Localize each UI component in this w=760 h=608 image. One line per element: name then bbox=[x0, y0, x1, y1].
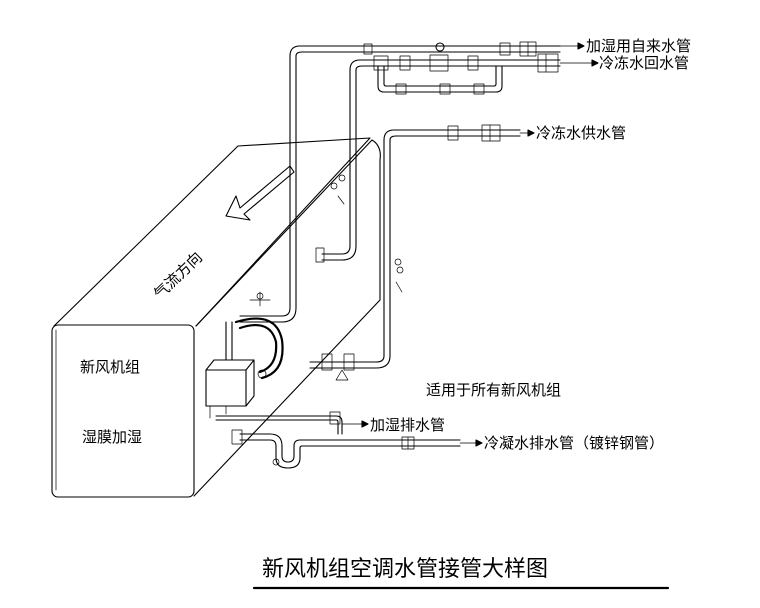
label-chilled-supply: 冷冻水供水管 bbox=[536, 124, 626, 142]
chilled-supply-pipe bbox=[309, 124, 521, 381]
label-applicability-note: 适用于所有新风机组 bbox=[426, 381, 561, 399]
humidifier-drain-pipe bbox=[215, 411, 343, 435]
label-fresh-air-unit: 新风机组 bbox=[80, 358, 140, 376]
label-membrane-humidification: 湿膜加湿 bbox=[82, 428, 142, 446]
humidifier-unit bbox=[205, 291, 284, 419]
airflow-arrow-icon bbox=[225, 165, 295, 221]
humidifier-supply-pipe bbox=[239, 41, 561, 323]
label-humidifier-supply: 加湿用自来水管 bbox=[586, 37, 691, 55]
chilled-return-pipe bbox=[315, 53, 561, 263]
fresh-air-unit-box bbox=[51, 137, 381, 498]
label-chilled-return: 冷冻水回水管 bbox=[599, 54, 689, 72]
drawing-title: 新风机组空调水管接管大样图 bbox=[262, 557, 548, 582]
condensate-drain-pipe bbox=[231, 429, 461, 469]
label-condensate-drain: 冷凝水排水管（镀锌钢管） bbox=[484, 434, 664, 452]
label-humidifier-drain: 加湿排水管 bbox=[370, 416, 445, 434]
label-airflow-direction: 气流方向 bbox=[150, 248, 206, 303]
leader-arrows bbox=[341, 42, 599, 447]
